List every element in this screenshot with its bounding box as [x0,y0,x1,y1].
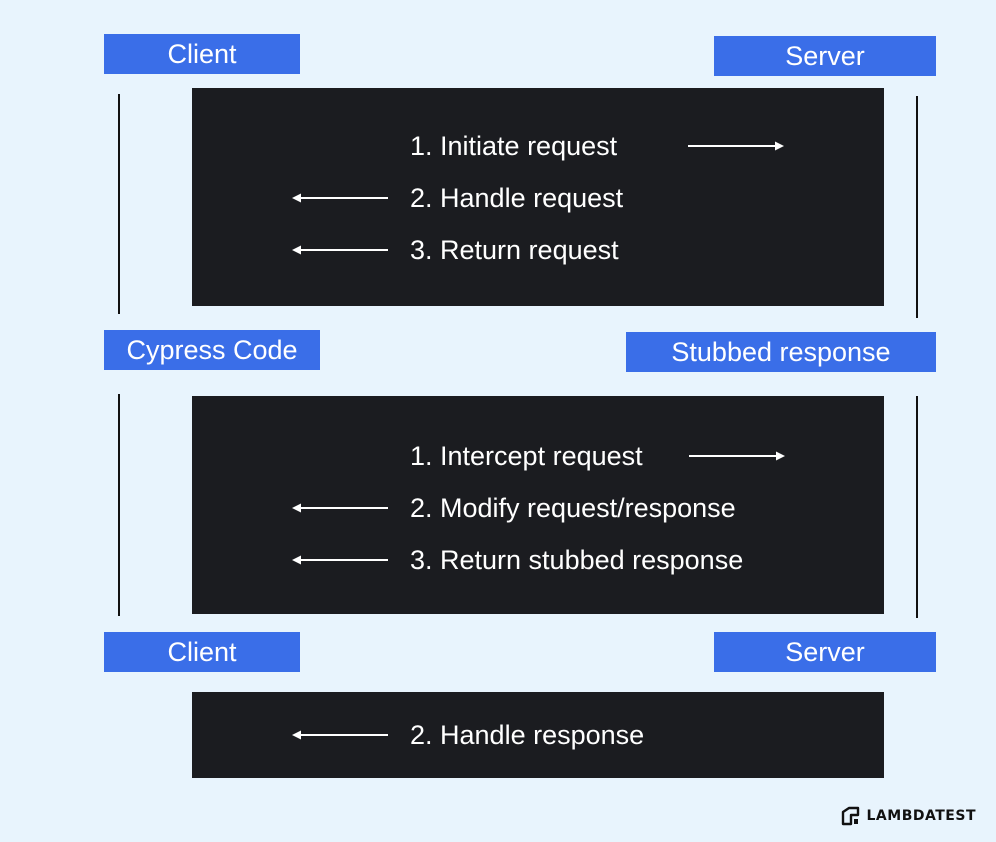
client-label: Client [104,34,300,74]
lambdatest-logo: LAMBDATEST [841,806,976,826]
arrow-left-icon [292,503,388,513]
client-lifeline [118,94,120,314]
step-return-stubbed-response: 3. Return stubbed response [410,545,744,575]
stubbed-response-label: Stubbed response [626,332,936,372]
step-handle-response: 2. Handle response [410,720,645,750]
stub-lifeline [916,396,918,618]
intercept-flow-panel: 1. Intercept request 2. Modify request/r… [192,396,884,614]
server-lifeline [916,96,918,318]
cypress-lifeline [118,394,120,616]
cypress-code-label: Cypress Code [104,330,320,370]
arrow-left-icon [292,555,388,565]
server-label: Server [714,36,936,76]
client-label-bottom: Client [104,632,300,672]
arrow-left-icon [292,245,388,255]
step-modify-request-response: 2. Modify request/response [410,493,736,523]
step-intercept-request: 1. Intercept request [410,441,643,471]
arrow-right-icon [689,451,785,461]
response-flow-panel: 2. Handle response [192,692,884,778]
arrow-right-icon [688,141,784,151]
step-handle-request: 2. Handle request [410,183,624,213]
server-label-bottom: Server [714,632,936,672]
step-return-request: 3. Return request [410,235,619,265]
arrow-left-icon [292,193,388,203]
request-flow-panel: 1. Initiate request 2. Handle request 3.… [192,88,884,306]
arrow-left-icon [292,730,388,740]
step-initiate-request: 1. Initiate request [410,131,618,161]
logo-text: LAMBDATEST [866,808,976,824]
lambdatest-logo-icon [841,806,859,826]
